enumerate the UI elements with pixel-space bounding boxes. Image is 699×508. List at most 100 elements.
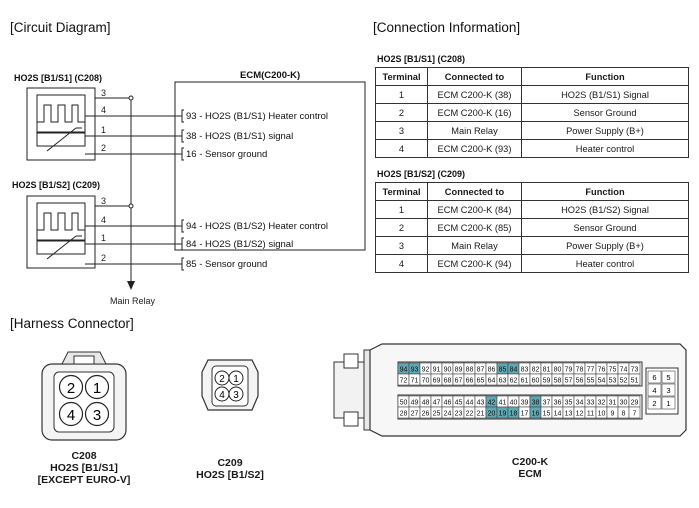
ecm-pin-label: 33 bbox=[587, 400, 595, 407]
ecm-small-pin-label: 3 bbox=[666, 386, 670, 395]
ecm-signal-93: 93 - HO2S (B1/S1) Heater control bbox=[186, 111, 329, 122]
s2-pin-1: 1 bbox=[101, 233, 107, 243]
cell-terminal: 2 bbox=[375, 218, 428, 237]
ecm-pin-label: 38 bbox=[532, 400, 540, 407]
sensor-b1s1-label: HO2S [B1/S1] (C208) bbox=[14, 73, 103, 83]
ecm-pin-label: 15 bbox=[543, 411, 551, 418]
cell-connected: Main Relay bbox=[427, 236, 522, 255]
s2-pin-3: 3 bbox=[101, 196, 107, 206]
ecm-pin-label: 92 bbox=[422, 367, 430, 374]
sensor-b1s2-label: HO2S [B1/S2] (C209) bbox=[12, 180, 101, 190]
cell-connected: ECM C200-K (93) bbox=[427, 139, 522, 158]
ecm-pin-label: 8 bbox=[622, 411, 626, 418]
ecm-pin-label: 39 bbox=[521, 400, 529, 407]
cell-terminal: 1 bbox=[375, 85, 428, 104]
ecm-pin-label: 52 bbox=[620, 378, 628, 385]
ecm-signal-38: 38 - HO2S (B1/S1) signal bbox=[186, 131, 294, 142]
ecm-pin-label: 48 bbox=[422, 400, 430, 407]
c208-pin-label: 3 bbox=[93, 407, 101, 424]
ecm-pin-label: 63 bbox=[499, 378, 507, 385]
ecm-pin-label: 49 bbox=[411, 400, 419, 407]
ecm-pin-label: 45 bbox=[455, 400, 463, 407]
cell-terminal: 3 bbox=[375, 236, 428, 255]
cell-function: Sensor Ground bbox=[521, 103, 689, 122]
c208-pin-label: 2 bbox=[67, 380, 75, 397]
ecm-pin-label: 55 bbox=[587, 378, 595, 385]
ecm-pin-label: 36 bbox=[554, 400, 562, 407]
ecm-pin-label: 35 bbox=[565, 400, 573, 407]
cell-connected: ECM C200-K (85) bbox=[427, 218, 522, 237]
c208-pin-label: 4 bbox=[67, 407, 75, 424]
ecm-pin-label: 47 bbox=[433, 400, 441, 407]
c209-pin-label: 1 bbox=[233, 374, 239, 385]
ecm-pin-label: 64 bbox=[488, 378, 496, 385]
ecm-pin-label: 30 bbox=[620, 400, 628, 407]
main-relay-arrow-icon bbox=[127, 281, 135, 290]
ecm-pin-label: 73 bbox=[631, 367, 639, 374]
ecm-pin-label: 13 bbox=[565, 411, 573, 418]
ecm-caption: C200-K ECM bbox=[511, 456, 549, 480]
ecm-pin-label: 81 bbox=[543, 367, 551, 374]
ecm-pin-label: 80 bbox=[554, 367, 562, 374]
circuit-diagram bbox=[26, 81, 366, 290]
ecm-pin-label: 27 bbox=[411, 411, 419, 418]
ecm-pin-label: 53 bbox=[609, 378, 617, 385]
table-row: 3 Main Relay Power Supply (B+) bbox=[375, 121, 689, 140]
ecm-pin-label: 69 bbox=[433, 378, 441, 385]
main-relay-label: Main Relay bbox=[110, 296, 156, 306]
cell-function: Heater control bbox=[521, 254, 689, 273]
table-row: 2 ECM C200-K (16) Sensor Ground bbox=[375, 103, 689, 122]
c208-pin-label: 1 bbox=[93, 380, 101, 397]
ecm-pin-label: 82 bbox=[532, 367, 540, 374]
cell-function: Sensor Ground bbox=[521, 218, 689, 237]
cell-terminal: 4 bbox=[375, 254, 428, 273]
ecm-pin-cell bbox=[628, 373, 641, 386]
ecm-pin-label: 76 bbox=[598, 367, 606, 374]
ecm-pin-label: 41 bbox=[499, 400, 507, 407]
ecm-small-pin-label: 6 bbox=[652, 373, 656, 382]
table-row: 4 ECM C200-K (93) Heater control bbox=[375, 139, 689, 158]
ecm-pin-label: 65 bbox=[477, 378, 485, 385]
ecm-pin-label: 79 bbox=[565, 367, 573, 374]
table-row: 1 ECM C200-K (38) HO2S (B1/S1) Signal bbox=[375, 85, 689, 104]
ecm-pin-label: 7 bbox=[633, 411, 637, 418]
ecm-pin-label: 40 bbox=[510, 400, 518, 407]
ecm-pin-label: 58 bbox=[554, 378, 562, 385]
ecm-signal-85: 85 - Sensor ground bbox=[186, 259, 268, 270]
ecm-pin-label: 78 bbox=[576, 367, 584, 374]
table-row: 2 ECM C200-K (85) Sensor Ground bbox=[375, 218, 689, 237]
cell-terminal: 1 bbox=[375, 200, 428, 219]
ecm-label: ECM(C200-K) bbox=[240, 70, 301, 81]
ecm-pin-label: 44 bbox=[466, 400, 474, 407]
ecm-signal-84: 84 - HO2S (B1/S2) signal bbox=[186, 239, 294, 250]
c209-pin-label: 2 bbox=[219, 374, 225, 385]
ecm-small-pin-label: 2 bbox=[652, 399, 656, 408]
ecm-pin-label: 34 bbox=[576, 400, 584, 407]
sensor-b1s2-box bbox=[26, 195, 96, 269]
cell-terminal: 4 bbox=[375, 139, 428, 158]
header-terminal: Terminal bbox=[375, 182, 428, 201]
table-b1s2-title: HO2S [B1/S2] (C209) bbox=[377, 169, 466, 179]
ecm-pin-label: 83 bbox=[521, 367, 529, 374]
cell-function: HO2S (B1/S1) Signal bbox=[521, 85, 689, 104]
ecm-pin-label: 71 bbox=[411, 378, 419, 385]
connector-c208: 2 1 4 3 bbox=[41, 351, 127, 441]
s1-pin-1: 1 bbox=[101, 125, 107, 135]
ecm-pin-label: 10 bbox=[598, 411, 606, 418]
ecm-pin-label: 57 bbox=[565, 378, 573, 385]
ecm-pin-label: 87 bbox=[477, 367, 485, 374]
cell-connected: Main Relay bbox=[427, 121, 522, 140]
ecm-pin-label: 59 bbox=[543, 378, 551, 385]
header-connected-to: Connected to bbox=[427, 67, 522, 86]
ecm-pin-label: 77 bbox=[587, 367, 595, 374]
ecm-pin-label: 46 bbox=[444, 400, 452, 407]
ecm-pin-label: 90 bbox=[444, 367, 452, 374]
header-function: Function bbox=[521, 67, 689, 86]
ecm-pin-label: 89 bbox=[455, 367, 463, 374]
ecm-pin-label: 20 bbox=[488, 411, 496, 418]
harness-connector-title: [Harness Connector] bbox=[10, 316, 134, 331]
table-row: 1 ECM C200-K (84) HO2S (B1/S2) Signal bbox=[375, 200, 689, 219]
ecm-pin-label: 66 bbox=[466, 378, 474, 385]
cell-function: Power Supply (B+) bbox=[521, 121, 689, 140]
